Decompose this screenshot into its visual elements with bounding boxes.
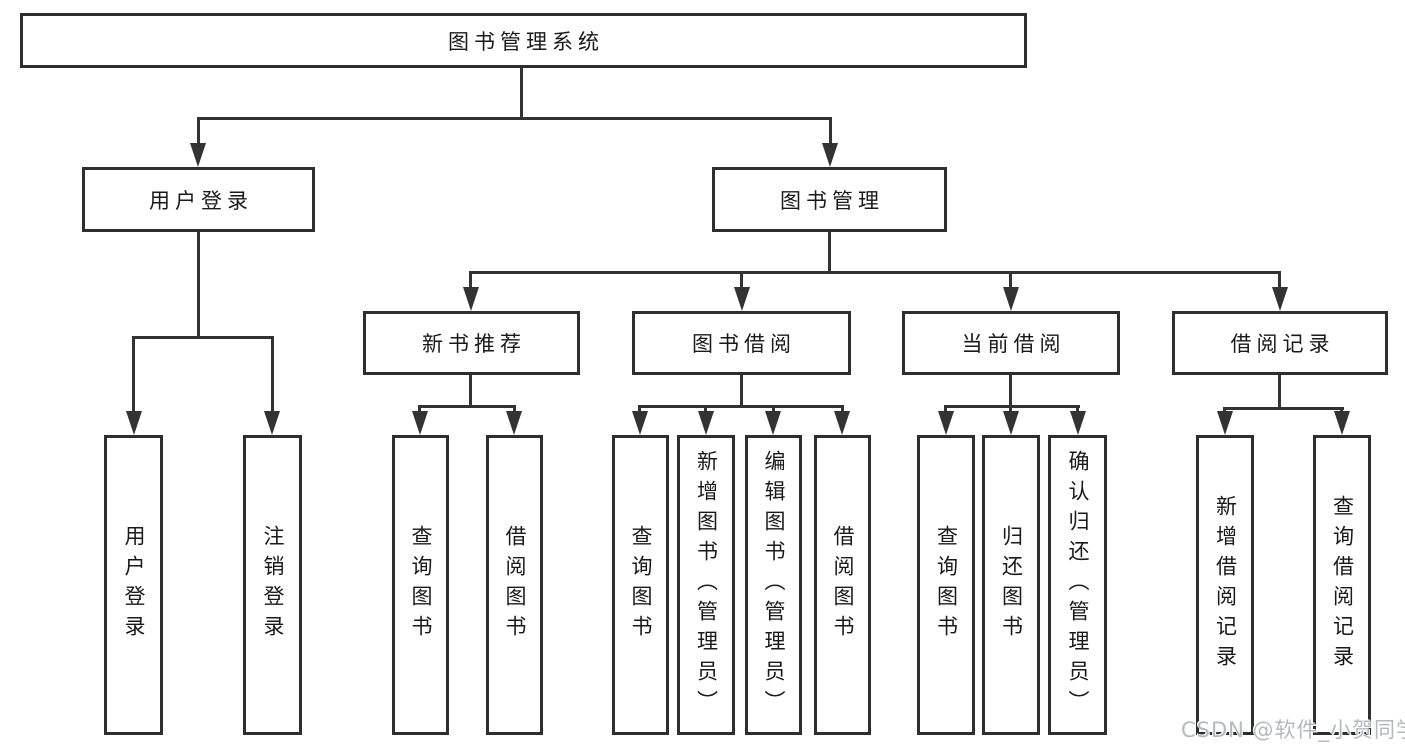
- leaf-borrow-books-borrowing: 借阅图书: [814, 435, 871, 735]
- arrow-down-icon: [734, 287, 750, 311]
- leaf-label: 新增借阅记录: [1213, 495, 1238, 675]
- connector-line: [469, 271, 472, 289]
- connector-line: [1278, 374, 1281, 410]
- arrow-down-icon: [126, 411, 142, 435]
- arrow-down-icon: [1217, 411, 1233, 435]
- arrow-down-icon: [190, 143, 206, 167]
- arrow-down-icon: [765, 411, 781, 435]
- connector-line: [828, 232, 831, 273]
- node-label: 用户登录: [149, 188, 253, 213]
- node-label: 借阅记录: [1230, 332, 1335, 356]
- connector-line: [638, 405, 844, 408]
- leaf-query-borrow-record: 查询借阅记录: [1313, 435, 1371, 735]
- leaf-label: 查询借阅记录: [1330, 495, 1355, 675]
- connector-line: [772, 405, 775, 415]
- connector-line: [829, 117, 832, 145]
- arrow-down-icon: [822, 143, 838, 167]
- node-borrowing-records: 借阅记录: [1172, 311, 1388, 375]
- arrow-down-icon: [1272, 287, 1288, 311]
- node-label: 新书推荐: [422, 332, 526, 356]
- connector-line: [944, 405, 1080, 408]
- connector-line: [1009, 374, 1012, 407]
- arrow-down-icon: [264, 411, 280, 435]
- leaf-confirm-return-admin: 确认归还（管理员）: [1048, 435, 1107, 735]
- node-book-borrowing: 图书借阅: [632, 311, 851, 375]
- node-label: 图书管理系统: [448, 29, 604, 54]
- arrow-down-icon: [834, 411, 850, 435]
- node-current-borrowing: 当前借阅: [902, 311, 1120, 375]
- leaf-borrow-books-recommend: 借阅图书: [486, 435, 543, 735]
- leaf-label: 编辑图书（管理员）: [762, 450, 786, 720]
- connector-line: [197, 117, 200, 145]
- node-new-book-recommend: 新书推荐: [363, 311, 580, 375]
- leaf-query-books-current: 查询图书: [917, 435, 975, 735]
- connector-line: [470, 271, 1281, 274]
- node-library-system: 图书管理系统: [20, 13, 1027, 68]
- connector-line: [469, 374, 472, 407]
- node-user-login: 用户登录: [82, 167, 315, 232]
- connector-line: [418, 405, 516, 408]
- leaf-label: 查询图书: [934, 525, 959, 645]
- connector-line: [513, 405, 516, 415]
- node-label: 图书管理: [780, 188, 884, 213]
- node-label: 当前借阅: [961, 332, 1066, 356]
- leaf-label: 借阅图书: [831, 525, 855, 645]
- connector-line: [1009, 271, 1012, 289]
- leaf-add-borrow-record: 新增借阅记录: [1196, 435, 1254, 735]
- leaf-label: 归还图书: [999, 525, 1024, 645]
- leaf-label: 查询图书: [409, 525, 433, 645]
- leaf-label: 查询图书: [629, 525, 653, 645]
- connector-line: [638, 405, 641, 415]
- connector-line: [1278, 271, 1281, 289]
- leaf-query-books-recommend: 查询图书: [392, 435, 449, 735]
- connector-line: [1223, 407, 1344, 410]
- leaf-query-books-borrowing: 查询图书: [612, 435, 669, 735]
- connector-line: [132, 336, 135, 413]
- connector-line: [740, 271, 743, 289]
- arrow-down-icon: [938, 411, 954, 435]
- connector-line: [271, 336, 274, 413]
- arrow-down-icon: [1003, 287, 1019, 311]
- leaf-label: 借阅图书: [503, 525, 527, 645]
- connector-line: [944, 405, 947, 415]
- arrow-down-icon: [632, 411, 648, 435]
- connector-line: [132, 336, 274, 339]
- connector-line: [704, 405, 707, 415]
- connector-line: [841, 405, 844, 415]
- leaf-label: 用户登录: [122, 525, 146, 645]
- arrow-down-icon: [506, 411, 522, 435]
- connector-line: [1009, 405, 1012, 415]
- connector-line: [740, 374, 743, 407]
- leaf-label: 新增图书（管理员）: [694, 450, 719, 720]
- arrow-down-icon: [1003, 411, 1019, 435]
- leaf-label: 确认归还（管理员）: [1066, 450, 1090, 720]
- connector-line: [418, 405, 421, 415]
- node-book-management: 图书管理: [712, 167, 947, 232]
- connector-line: [520, 68, 523, 118]
- arrow-down-icon: [463, 287, 479, 311]
- csdn-watermark: CSDN @软件_小贺同学: [1181, 718, 1405, 742]
- leaf-edit-books-admin: 编辑图书（管理员）: [745, 435, 802, 735]
- connector-line: [197, 117, 832, 120]
- leaf-logout-login: 注销登录: [243, 435, 302, 735]
- connector-line: [1076, 405, 1079, 415]
- arrow-down-icon: [412, 411, 428, 435]
- node-label: 图书借阅: [692, 332, 796, 356]
- leaf-user-login: 用户登录: [104, 435, 163, 735]
- connector-line: [197, 232, 200, 338]
- leaf-return-books: 归还图书: [982, 435, 1040, 735]
- leaf-label: 注销登录: [261, 525, 285, 645]
- arrow-down-icon: [698, 411, 714, 435]
- arrow-down-icon: [1070, 411, 1086, 435]
- arrow-down-icon: [1334, 411, 1350, 435]
- leaf-add-books-admin: 新增图书（管理员）: [677, 435, 735, 735]
